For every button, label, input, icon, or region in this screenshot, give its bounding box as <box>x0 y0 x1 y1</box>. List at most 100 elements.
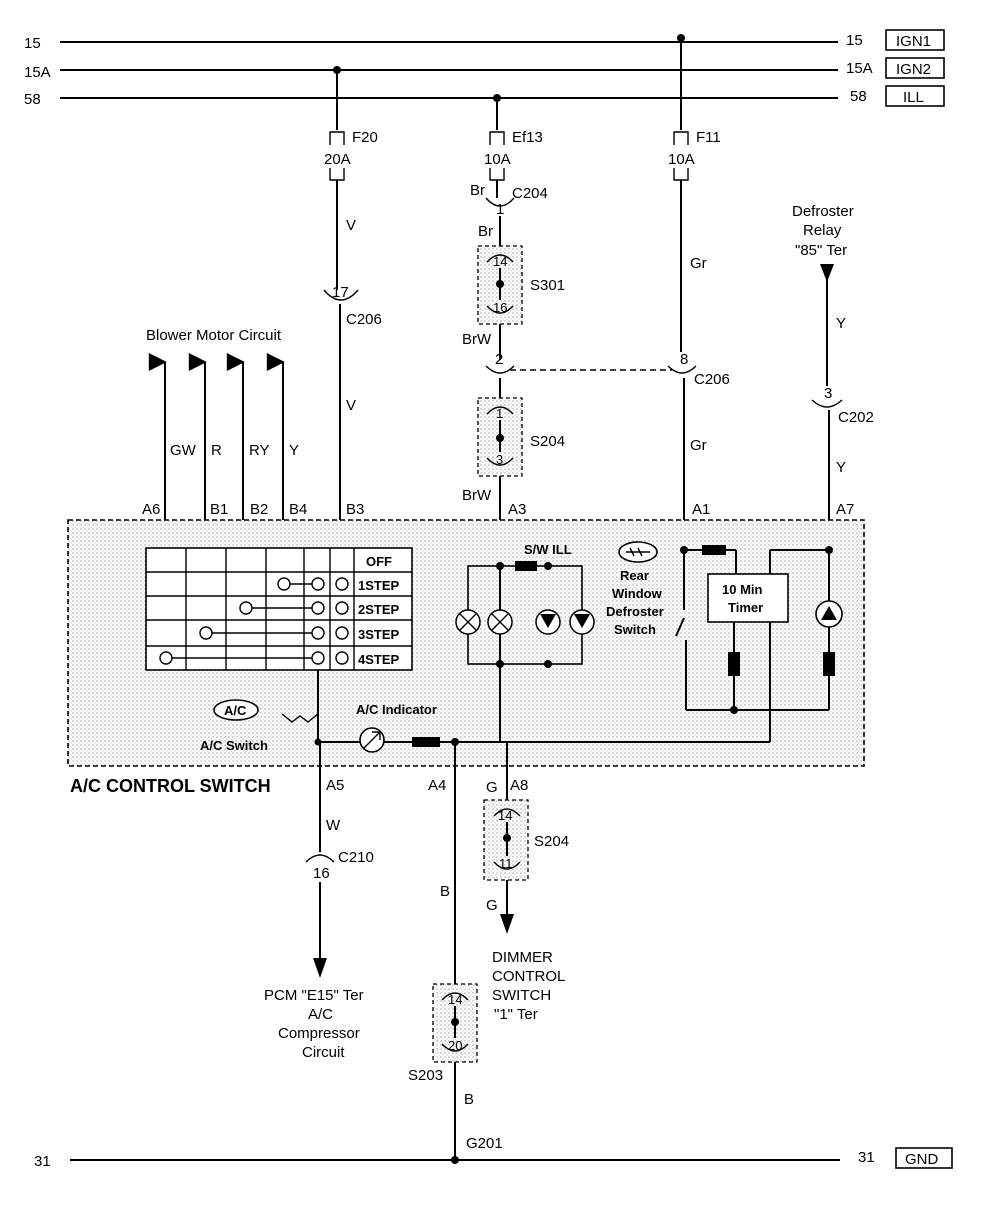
wire-color-g: G <box>486 897 498 914</box>
ac-indicator-arrow-icon <box>363 731 381 749</box>
rail-ill-right-label: 58 <box>850 88 867 105</box>
pin-label: A8 <box>510 777 528 794</box>
connector-arc <box>323 289 359 301</box>
fuse-top-symbol <box>489 131 505 145</box>
rail-ign2-tag-box <box>885 57 945 79</box>
wire-color-y: Y <box>836 459 846 476</box>
rear-window-label-4: Switch <box>614 622 656 637</box>
ac-control-switch-module: OFF 1STEP 2STEP 3STEP 4STEP A/C A/C Swit… <box>67 519 865 767</box>
pin-label: A5 <box>326 777 344 794</box>
defroster-relay-label-3: "85" Ter <box>795 242 847 259</box>
rail-gnd-right-label: 31 <box>858 1149 875 1166</box>
splice-name: S204 <box>534 833 569 850</box>
connector-pin-8: 8 <box>680 351 688 368</box>
wire-color-ry: RY <box>249 442 270 459</box>
blower-step-switch: OFF 1STEP 2STEP 3STEP 4STEP <box>145 547 413 671</box>
connector-name: C202 <box>838 409 874 426</box>
pin-label: A6 <box>142 501 160 518</box>
resistor-icon <box>412 737 440 747</box>
splice-pin-bottom: 20 <box>448 1038 462 1053</box>
connector-c206-2-8: 2 8 C206 <box>485 351 730 388</box>
connector-name: C206 <box>694 371 730 388</box>
connector-arc <box>493 861 521 870</box>
wire-color-b: B <box>464 1091 474 1108</box>
wire-color-gr: Gr <box>690 437 707 454</box>
rail-ign2-tag: IGN2 <box>896 61 931 78</box>
splice-name: S203 <box>408 1067 443 1084</box>
fuse-bottom-symbol <box>489 168 505 181</box>
splice-dot <box>451 1018 459 1026</box>
connector-arc <box>667 365 697 374</box>
splice-pin-top: 1 <box>496 406 503 421</box>
wire-color-br: Br <box>470 182 485 199</box>
wire-color-b: B <box>440 883 450 900</box>
connector-pin: 17 <box>332 284 349 301</box>
rail-ign1-right-label: 15 <box>846 32 863 49</box>
wire-color-br: Br <box>478 223 493 240</box>
fuse-f11: F11 10A <box>668 38 721 352</box>
rail-ill-left-label: 58 <box>24 91 41 108</box>
step-label-off: OFF <box>366 554 392 569</box>
connector-name: C204 <box>512 185 548 202</box>
rear-window-defroster: Rear Window Defroster Switch 10 Min Time… <box>606 541 843 742</box>
rail-gnd-left-label: 31 <box>34 1153 51 1170</box>
connector-arc <box>305 854 335 863</box>
step-grid-frame <box>145 547 413 671</box>
connector-c206-17: 17 C206 <box>323 284 382 328</box>
led-triangle-icon <box>821 606 837 620</box>
connector-pin: 3 <box>824 385 832 402</box>
bulb-cross-icon <box>459 613 509 631</box>
fuse-top-symbol <box>673 131 689 145</box>
dimmer-label-2: CONTROL <box>492 968 565 985</box>
splice-pin-top: 14 <box>448 992 462 1007</box>
fuse-rating: 10A <box>484 151 511 168</box>
splice-dot <box>503 834 511 842</box>
wire-color-gr: Gr <box>690 255 707 272</box>
rail-ill-tag-box <box>885 85 945 107</box>
led-triangle-icon <box>540 614 590 628</box>
connector-pin-2: 2 <box>495 351 503 368</box>
junction-dot <box>730 706 738 714</box>
step-label-4: 4STEP <box>358 652 400 667</box>
rear-window-label-1: Rear <box>620 568 649 583</box>
rail-ign1-tag: IGN1 <box>896 33 931 50</box>
rail-ign2-right-label: 15A <box>846 60 873 77</box>
rail-ill: 58 58 ILL <box>24 85 945 108</box>
fuse-name: F11 <box>696 129 721 146</box>
pin-label: B4 <box>289 501 307 518</box>
connector-name: C206 <box>346 311 382 328</box>
splice-s204-upper: 1 3 S204 <box>477 397 565 477</box>
ac-switch: A/C A/C Switch <box>200 670 322 753</box>
splice-name: S204 <box>530 433 565 450</box>
fuse-top-symbol <box>329 131 345 145</box>
rail-ign1: 15 15 IGN1 <box>24 29 945 52</box>
connector-arc <box>486 305 514 314</box>
ground-branch: B 14 20 S203 B G201 <box>408 742 503 1160</box>
connector-arc <box>441 992 469 1001</box>
connector-pin: 16 <box>313 865 330 882</box>
ac-badge-outline <box>213 699 259 721</box>
connector-arc <box>486 457 514 466</box>
connector-c204: 1 C204 <box>485 185 548 218</box>
splice-pin-top: 14 <box>493 254 507 269</box>
pin-label: A4 <box>428 777 446 794</box>
sw-ill-label: S/W ILL <box>524 542 572 557</box>
pcm-label-2: A/C <box>308 1006 333 1023</box>
pcm-label-3: Compressor <box>278 1025 360 1042</box>
dimmer-label-1: DIMMER <box>492 949 553 966</box>
connector-arc <box>485 365 515 374</box>
wire-color-v: V <box>346 217 356 234</box>
connector-arc <box>485 197 515 207</box>
splice-pin-bottom: 11 <box>499 856 513 871</box>
resistor-icon <box>728 652 740 676</box>
splice-pin-bottom: 3 <box>496 452 503 467</box>
defroster-relay-label-2: Relay <box>803 222 842 239</box>
fuse-name: Ef13 <box>512 129 543 146</box>
junction-dot <box>544 660 552 668</box>
wire-color-w: W <box>326 817 341 834</box>
rail-ign1-tag-box <box>885 29 945 51</box>
fuse-f20: F20 20A <box>324 70 378 290</box>
dimmer-label-3: SWITCH <box>492 987 551 1004</box>
module-title: A/C CONTROL SWITCH <box>70 776 271 796</box>
rail-gnd-tag: GND <box>905 1151 939 1168</box>
